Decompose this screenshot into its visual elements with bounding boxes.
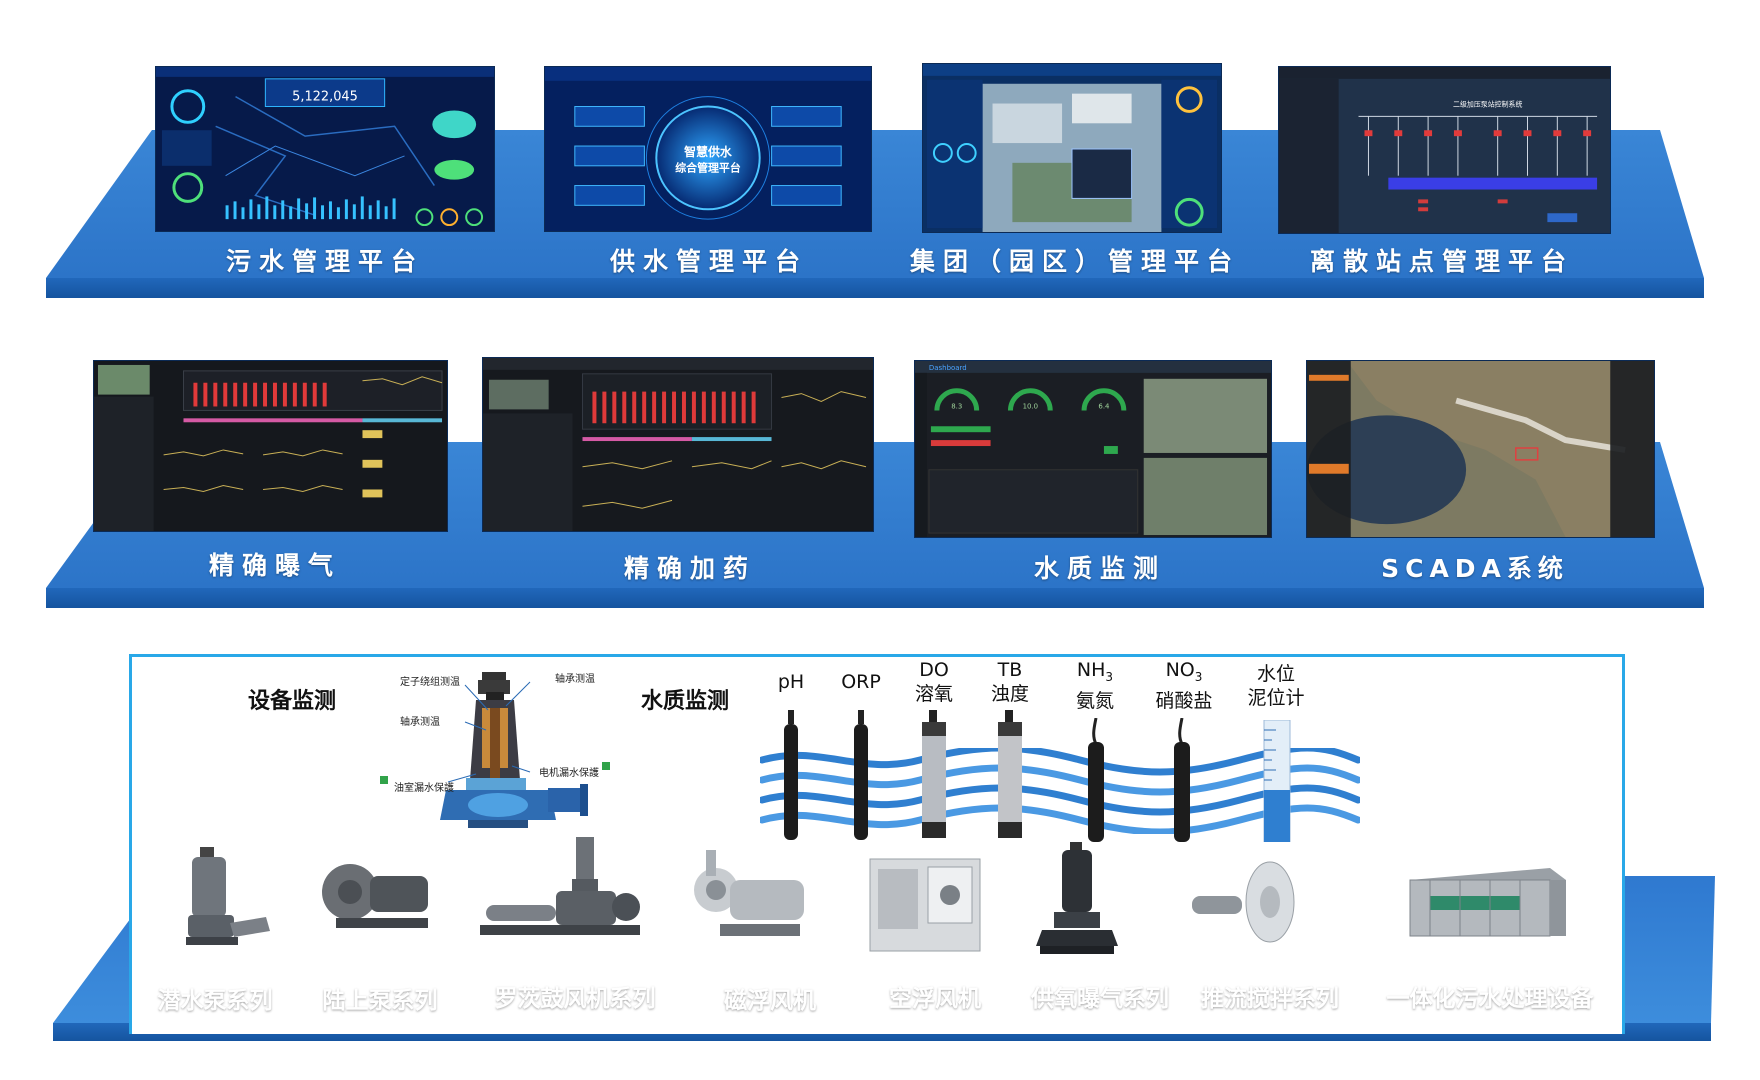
water-supply-screen-title-1: 智慧供水 <box>683 145 732 159</box>
sensor-label-no3: NO3 硝酸盐 <box>1155 659 1213 712</box>
callout-bearing-temp-lower: 轴承测温 <box>400 717 440 728</box>
air-bearing-blower-image <box>869 858 981 952</box>
system-label-precise-aeration: 精确曝气 <box>208 551 341 580</box>
gauge-cod-value: 10.0 <box>1023 402 1038 410</box>
callout-stator-temp: 定子绕组测温 <box>400 677 460 688</box>
sensor-label-level: 水位 泥位计 <box>1247 663 1305 709</box>
sensor-label-ph: pH <box>777 671 805 693</box>
sensor-probe-nh3 <box>1088 718 1104 842</box>
field-equipment-panel <box>129 654 1625 1034</box>
platform-label-discrete-station: 离散站点管理平台 <box>1310 247 1575 276</box>
device-label-integrated-treatment: 一体化污水处理设备 <box>1386 986 1594 1012</box>
system-label-scada: SCADA系统 <box>1381 554 1569 583</box>
platform-label-sewage: 污水管理平台 <box>225 247 424 276</box>
device-label-surface-pump: 陆上泵系列 <box>322 988 438 1014</box>
device-label-maglev-blower: 磁浮风机 <box>724 988 816 1014</box>
sensor-label-nh3: NH3 氨氮 <box>1075 659 1114 712</box>
platform-label-water-supply: 供水管理平台 <box>609 247 808 276</box>
maglev-blower-image <box>694 850 804 936</box>
pump-cross-section-illustration <box>380 672 610 828</box>
sensor-probe-do <box>922 710 946 838</box>
water-quality-monitoring-screenshot[interactable]: Dashboard 8.3 10.0 6.4 <box>914 360 1272 538</box>
aeration-system-image <box>1036 842 1118 954</box>
system-label-precise-dosing: 精确加药 <box>623 554 756 583</box>
water-supply-screen-title-2: 综合管理平台 <box>675 161 741 175</box>
group-park-platform-screenshot[interactable] <box>922 63 1222 233</box>
water-supply-platform-screenshot[interactable]: 智慧供水 综合管理平台 <box>544 66 872 232</box>
sensor-probe-tb <box>998 710 1022 838</box>
platform-label-group-park: 集团（园区）管理平台 <box>910 247 1241 276</box>
callout-oil-chamber-leak-protection: 油室漏水保護 <box>394 783 454 794</box>
gauge-ph-value: 8.3 <box>951 402 962 410</box>
gauge-do-value: 6.4 <box>1098 402 1110 410</box>
precise-aeration-screenshot[interactable] <box>93 360 448 532</box>
discrete-station-platform-screenshot[interactable]: 二级加压泵站控制系统 <box>1278 66 1611 234</box>
sewage-platform-screenshot[interactable]: 5,122,045 <box>155 66 495 232</box>
sensor-level-gauge <box>1263 720 1291 842</box>
tier2-front-face <box>46 588 1704 608</box>
device-label-flow-mixer: 推流搅拌系列 <box>1201 986 1339 1012</box>
equipment-monitoring-title: 设备监测 <box>248 689 337 714</box>
system-label-water-quality: 水质监测 <box>1033 554 1166 583</box>
sensor-label-tb: TB 浊度 <box>990 659 1029 705</box>
sensor-probe-no3 <box>1174 718 1190 842</box>
scada-screenshot[interactable] <box>1306 360 1655 538</box>
water-quality-monitoring-title: 水质监测 <box>641 689 730 714</box>
tier1-front-face <box>46 278 1704 298</box>
discrete-screen-title: 二级加压泵站控制系统 <box>1453 100 1523 109</box>
device-label-submersible-pump: 潜水泵系列 <box>157 988 273 1014</box>
sewage-screen-number: 5,122,045 <box>292 90 358 105</box>
device-label-aeration-system: 供氧曝气系列 <box>1031 986 1169 1012</box>
callout-motor-leak-protection: 电机漏水保護 <box>539 768 599 779</box>
sensor-label-orp: ORP <box>841 671 881 693</box>
surface-pump-image <box>322 864 428 928</box>
dashboard-brand: Dashboard <box>929 364 967 372</box>
callout-bearing-temp-upper: 轴承测温 <box>555 674 595 685</box>
integrated-treatment-unit-image <box>1409 868 1566 937</box>
submersible-pump-image <box>186 847 270 945</box>
sensor-label-do: DO 溶氧 <box>914 659 953 705</box>
precise-dosing-screenshot[interactable] <box>482 357 874 532</box>
flow-mixer-image <box>1192 861 1295 943</box>
roots-blower-image <box>480 837 640 935</box>
device-label-air-bearing-blower: 空浮风机 <box>889 986 981 1012</box>
device-label-roots-blower: 罗茨鼓风机系列 <box>494 986 656 1012</box>
sensor-probe-ph <box>784 710 798 840</box>
sensor-probe-orp <box>854 710 868 840</box>
